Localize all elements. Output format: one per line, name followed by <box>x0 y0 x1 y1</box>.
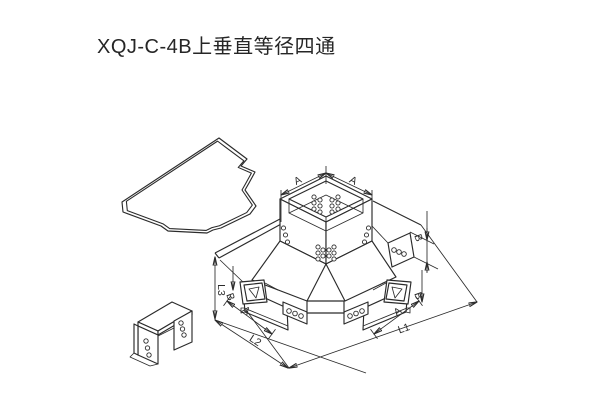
dim-label-b-left: B <box>223 292 237 303</box>
bolt-hole <box>401 251 407 257</box>
riser-inner-floor <box>288 194 364 232</box>
riser-wall-holes <box>280 225 372 262</box>
u-connector-part <box>129 301 193 367</box>
cover-plate-inner-rim <box>125 140 253 231</box>
bolt-hole <box>181 332 187 338</box>
dim-label-l2: L2 <box>247 333 263 350</box>
dim-label-b-rear: B <box>411 233 425 244</box>
rear-left-arm <box>214 218 284 283</box>
bolt-hole <box>143 338 149 344</box>
cover-plate-part <box>121 137 257 234</box>
bolt-hole <box>179 326 186 332</box>
dim-label-a-top-left: A <box>292 174 304 188</box>
dim-label-b-right: B <box>411 291 425 302</box>
dim-label-a-top-right: A <box>347 174 359 188</box>
front-bottom-panel <box>306 300 345 314</box>
bolt-hole <box>396 249 402 255</box>
bolt-hole <box>391 247 397 253</box>
rear-right-arm <box>371 200 422 268</box>
right-chute <box>325 240 397 302</box>
page-title: XQJ-C-4B上垂直等径四通 <box>97 36 336 58</box>
dim-label-l3: L3 <box>215 284 227 296</box>
dim-label-l1: L1 <box>396 321 411 336</box>
bolt-hole <box>178 320 184 326</box>
bolt-hole <box>144 345 151 351</box>
bolt-hole <box>146 352 152 358</box>
